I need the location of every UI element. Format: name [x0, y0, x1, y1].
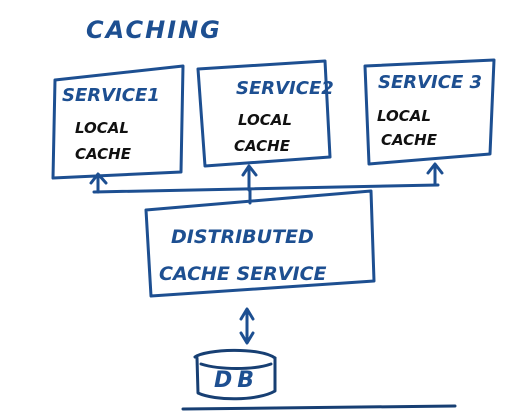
bottom-divider-line	[181, 404, 457, 411]
service-3-node: SERVICE 3 LOCAL CACHE	[363, 58, 496, 166]
distributed-cache-box	[144, 189, 376, 298]
service-2-name: SERVICE2	[236, 78, 334, 99]
service-2-cache-line2: CACHE	[234, 137, 291, 155]
service-2-box	[196, 59, 332, 168]
service-3-name: SERVICE 3	[378, 72, 482, 93]
diagram-title: CACHING	[86, 16, 222, 44]
service-1-node: SERVICE1 LOCAL CACHE	[51, 64, 185, 180]
service-1-cache-line2: CACHE	[75, 145, 132, 163]
service-connections	[89, 162, 444, 205]
service-2-cache-line1: LOCAL	[238, 111, 292, 129]
database-link	[239, 307, 255, 345]
database-node: DB	[193, 348, 277, 401]
service-1-box	[51, 64, 185, 180]
service-2-arrowhead	[241, 164, 258, 177]
service-3-box	[363, 58, 496, 166]
service-3-arrowhead	[426, 162, 444, 175]
database-cylinder-body	[195, 356, 277, 401]
service-3-cache-line1: LOCAL	[377, 107, 431, 125]
database-link-bottom-arrow	[239, 331, 255, 345]
database-cylinder-lip	[199, 362, 273, 370]
database-label: DB	[214, 368, 259, 393]
service-1-cache-line1: LOCAL	[75, 119, 129, 137]
database-cylinder-top	[193, 348, 277, 360]
service-3-cache-line2: CACHE	[381, 131, 438, 149]
distributed-cache-line2: CACHE SERVICE	[159, 263, 327, 285]
database-link-top-arrow	[239, 307, 255, 321]
service-1-name: SERVICE1	[62, 85, 160, 106]
distributed-cache-line1: DISTRIBUTED	[171, 226, 314, 248]
distributed-cache-node: DISTRIBUTED CACHE SERVICE	[144, 189, 376, 298]
service-bus-line	[92, 183, 440, 194]
service-1-arrowhead	[89, 172, 108, 185]
service-2-node: SERVICE2 LOCAL CACHE	[196, 59, 334, 168]
